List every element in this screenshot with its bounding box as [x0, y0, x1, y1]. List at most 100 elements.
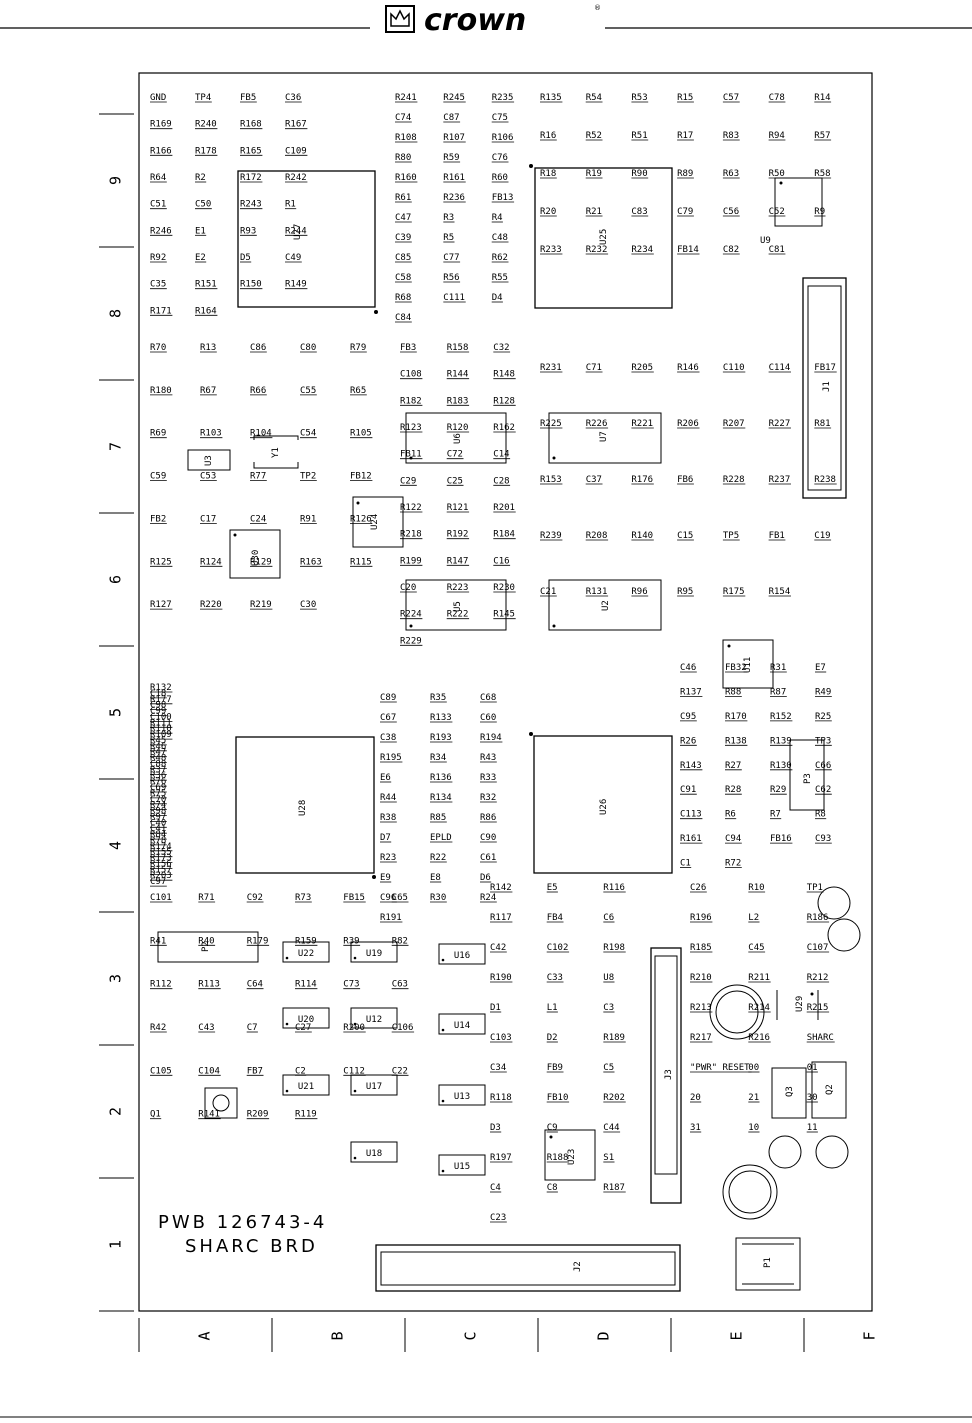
component-ref: C4 — [490, 1183, 501, 1193]
electrolytic-caps — [768, 886, 861, 1169]
ic-label: U7 — [599, 431, 609, 442]
component-ref: TP2 — [300, 472, 316, 482]
component-ref: U8 — [603, 973, 614, 983]
component-ref: R72 — [725, 859, 741, 869]
ic-soic: U18 — [350, 1141, 398, 1163]
component-ref: R219 — [250, 600, 272, 610]
component-ref: R93 — [240, 226, 256, 236]
component-ref: R5 — [443, 233, 454, 243]
component-ref: R222 — [447, 610, 469, 620]
ic-u25: U25 — [529, 164, 673, 309]
component-ref: R121 — [447, 503, 469, 513]
ic-label: U20 — [298, 1015, 314, 1025]
component-ref: R67 — [200, 386, 216, 396]
component-ref: R138 — [725, 736, 747, 746]
component-ref: R223 — [447, 583, 469, 593]
component-ref: R195 — [380, 753, 402, 763]
ic-label: U26 — [599, 799, 609, 815]
component-ref: D6 — [480, 873, 491, 883]
component-ref: R151 — [195, 280, 217, 290]
component-ref: R114 — [295, 980, 317, 990]
component-ref: R77 — [250, 472, 266, 482]
component-ref: C78 — [769, 93, 785, 103]
component-ref: R32 — [480, 793, 496, 803]
inductor-l2 — [722, 1164, 778, 1220]
component-ref: C7 — [247, 1023, 258, 1033]
component-ref: TP1 — [807, 883, 823, 893]
component-ref: R65 — [350, 386, 366, 396]
component-ref: R205 — [631, 363, 653, 373]
component-ref: C67 — [380, 713, 396, 723]
component-ref: C100 — [150, 712, 172, 722]
component-ref: SHARC — [807, 1033, 834, 1043]
component-ref: C99 — [150, 707, 166, 717]
component-ref: R36 — [150, 771, 166, 781]
component-ref: R24 — [480, 893, 496, 903]
component-ref: R229 — [400, 636, 422, 646]
component-ref: R234 — [631, 245, 653, 255]
component-ref: R215 — [807, 1003, 829, 1013]
component-ref: R80 — [395, 153, 411, 163]
component-ref: R115 — [350, 557, 372, 567]
component-ref: FB2 — [150, 514, 166, 524]
connector-j1: J1 — [802, 277, 847, 499]
ic-label: U15 — [454, 1162, 470, 1172]
component-ref: R111 — [150, 718, 172, 728]
component-ref: R203 — [150, 871, 172, 881]
component-ref: R233 — [540, 245, 562, 255]
component-ref: R4 — [492, 213, 503, 223]
column-label: A — [196, 1331, 214, 1340]
crown-icon — [390, 9, 410, 27]
component-ref: C35 — [150, 280, 166, 290]
component-ref: FB14 — [677, 245, 699, 255]
component-ref: C37 — [586, 475, 602, 485]
connector-j3: J3 — [650, 947, 682, 1204]
component-ref: R166 — [150, 146, 172, 156]
component-ref: R216 — [748, 1033, 770, 1043]
ic-label: U18 — [366, 1149, 382, 1159]
component-ref: R180 — [150, 386, 172, 396]
component-ref: R170 — [725, 712, 747, 722]
connector-p2: P2 — [157, 931, 259, 963]
ic-soic: U19 — [350, 941, 398, 963]
component-ref: D5 — [240, 253, 251, 263]
component-ref: R31 — [770, 663, 786, 673]
component-ref: R107 — [443, 133, 465, 143]
component-ref: R169 — [150, 120, 172, 130]
component-ref: R39 — [343, 936, 359, 946]
row-label: 1 — [107, 1240, 125, 1249]
component-ref: R130 — [770, 761, 792, 771]
component-ref: R74 — [150, 801, 166, 811]
ic-label: U5 — [453, 601, 463, 612]
component-ref: R176 — [631, 475, 653, 485]
component-ref: C76 — [492, 153, 508, 163]
component-ref: "PWR" RESET — [690, 1063, 750, 1073]
ic-label: U2 — [601, 600, 611, 611]
ic-label: U25 — [599, 229, 609, 245]
component-ref: C49 — [285, 253, 301, 263]
component-ref: R221 — [631, 419, 653, 429]
component-ref: C107 — [807, 943, 829, 953]
component-ref: R96 — [631, 587, 647, 597]
component-ref: C38 — [380, 733, 396, 743]
component-ref: R217 — [690, 1033, 712, 1043]
component-ref: R75 — [150, 789, 166, 799]
component-ref: C86 — [250, 343, 266, 353]
component-ref: C2 — [295, 1066, 306, 1076]
component-ref: C20 — [400, 583, 416, 593]
component-ref: R162 — [493, 423, 515, 433]
ic-u30: U30 — [229, 529, 281, 579]
component-ref: R68 — [395, 293, 411, 303]
component-ref: C89 — [380, 693, 396, 703]
row-label: 9 — [107, 176, 125, 185]
component-ref: R8 — [815, 810, 826, 820]
component-ref: C69 — [150, 783, 166, 793]
row-ticks — [99, 113, 134, 1312]
component-ref: R17 — [677, 131, 693, 141]
component-ref: C88 — [150, 760, 166, 770]
component-ref: 20 — [690, 1093, 701, 1103]
component-ref: R232 — [586, 245, 608, 255]
ic-label: U14 — [454, 1021, 470, 1031]
component-ref: R126 — [350, 514, 372, 524]
component-ref: R56 — [443, 273, 459, 283]
